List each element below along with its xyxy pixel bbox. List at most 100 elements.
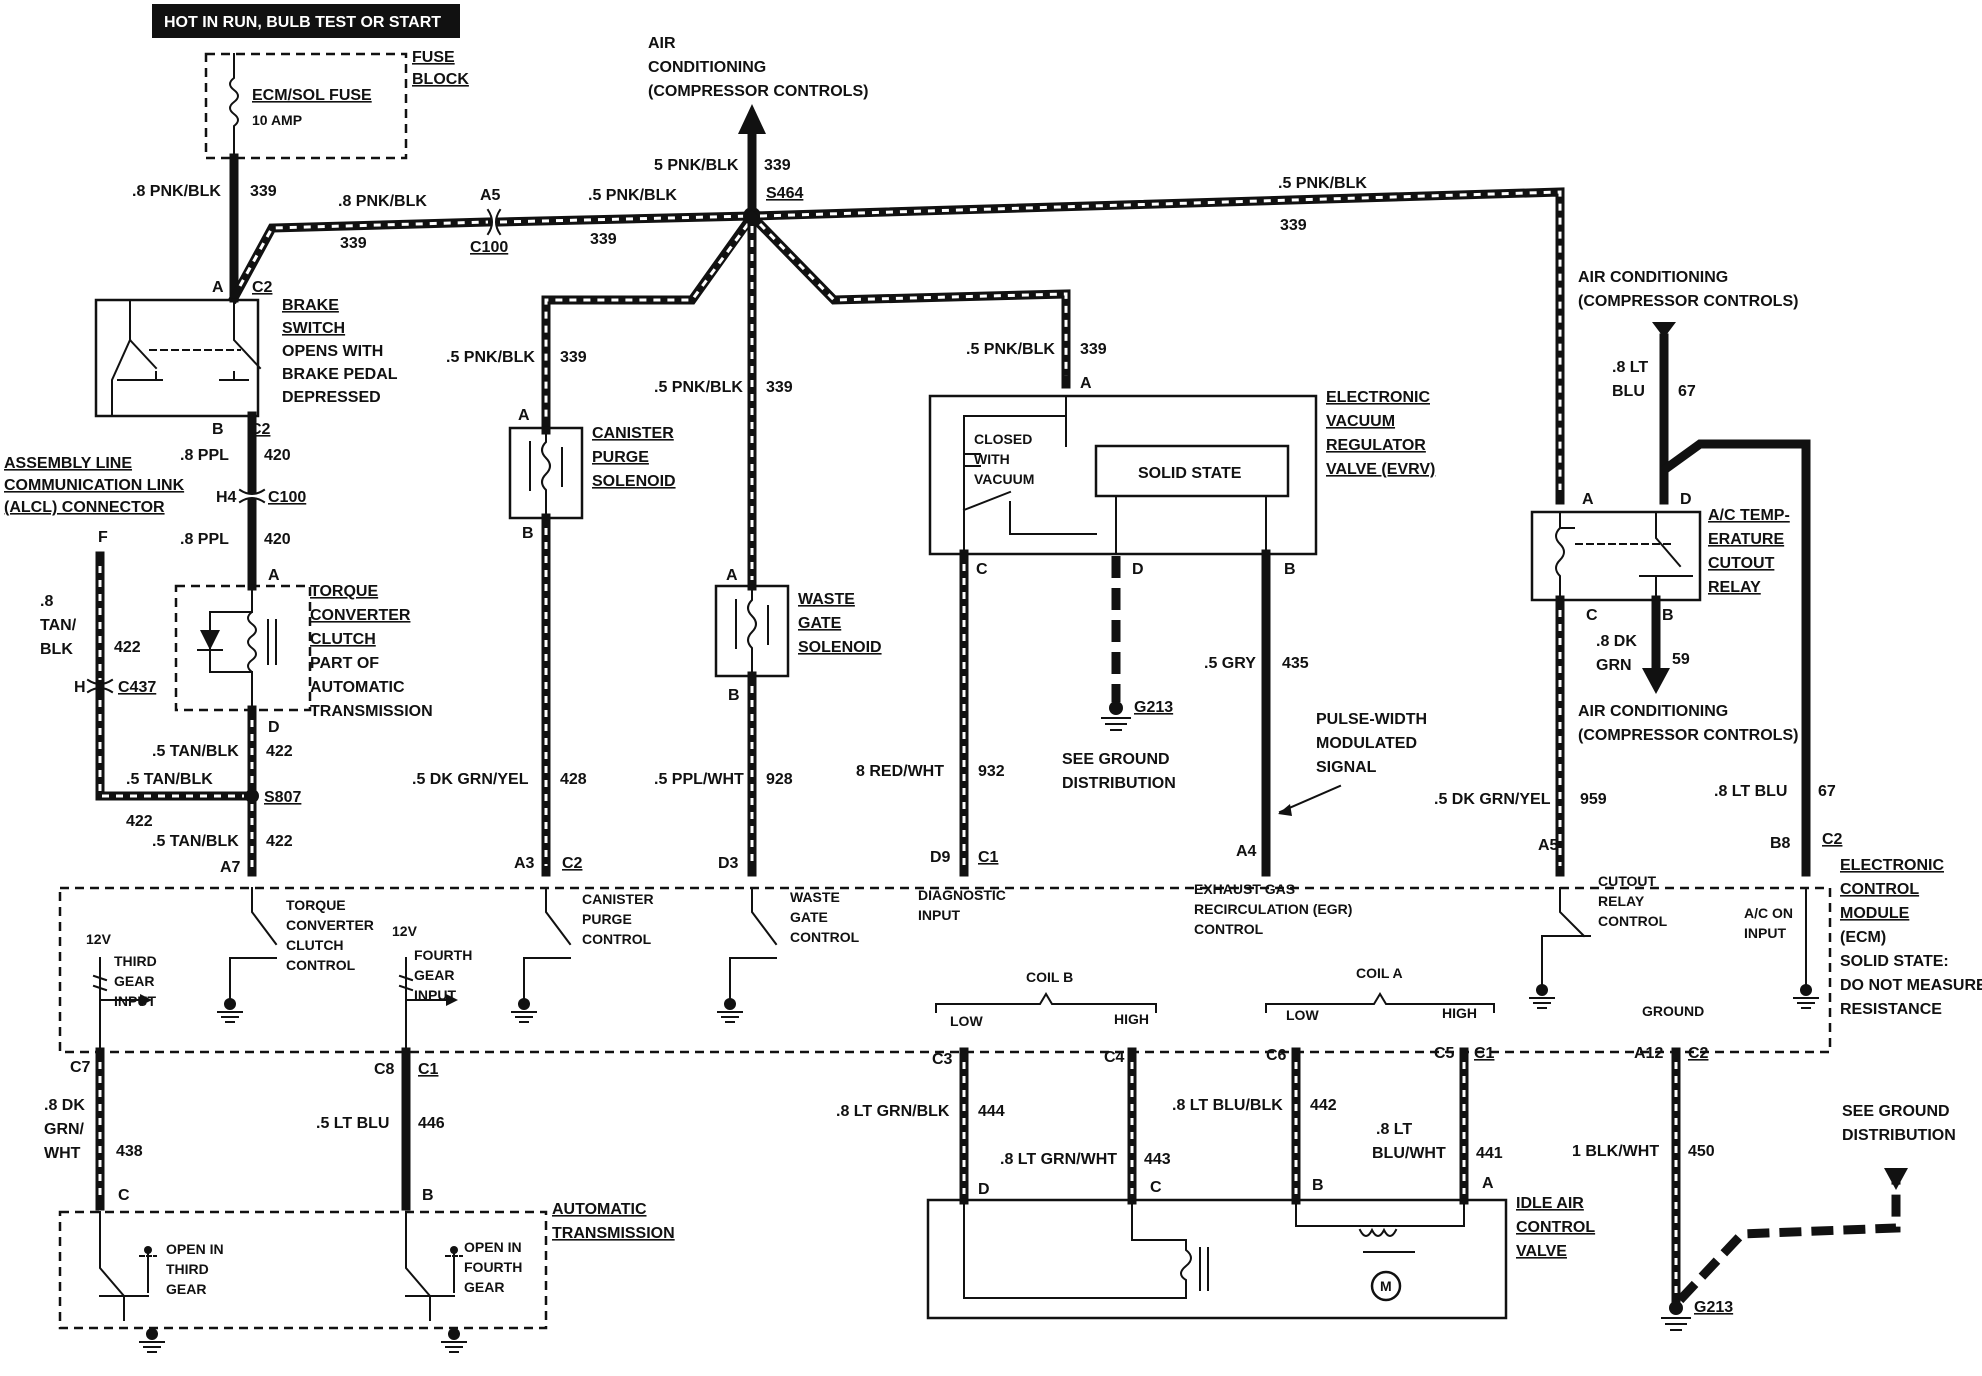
ecm-tcc-3: CLUTCH xyxy=(286,937,344,953)
ecm-acon-2: INPUT xyxy=(1744,925,1786,941)
conn-B8: B8 xyxy=(1770,835,1791,852)
ecm-fourth-1: FOURTH xyxy=(414,947,472,963)
wire-339-evrv xyxy=(745,209,1071,389)
conn-D-tcc: D xyxy=(268,719,280,736)
evrv-internal xyxy=(962,395,1267,555)
conn-D-iac: D xyxy=(978,1181,990,1198)
wire-color-8tanblk-3: BLK xyxy=(40,641,73,658)
evrv-label-2: VACUUM xyxy=(1326,413,1395,430)
ecm-can-1: CANISTER xyxy=(582,891,654,907)
circuit-446: 446 xyxy=(418,1115,445,1132)
iac-internals xyxy=(963,1199,1465,1299)
wire-color-8ppl-1: .8 PPL xyxy=(180,447,229,464)
tcc-label-1: TORQUE xyxy=(310,583,378,600)
ecm-label-7: RESISTANCE xyxy=(1840,1001,1942,1018)
circuit-59: 59 xyxy=(1672,651,1690,668)
ecm-egr-3: CONTROL xyxy=(1194,921,1264,937)
wire-color-8dkgrn-1: .8 DK xyxy=(1596,633,1637,650)
ground-icon xyxy=(1101,717,1131,731)
circuit-932: 932 xyxy=(978,763,1005,780)
conn-C-trans: C xyxy=(118,1187,130,1204)
wastegate-label-1: WASTE xyxy=(798,591,855,608)
conn-C-relay: C xyxy=(1586,607,1598,624)
conn-A5: A5 xyxy=(480,187,501,204)
coil-b-label: COIL B xyxy=(1026,969,1073,985)
tcc-diode xyxy=(200,630,220,650)
conn-C100: C100 xyxy=(470,239,508,256)
wire-color-8redwht: 8 RED/WHT xyxy=(856,763,944,780)
wire-color-8tanblk-2: TAN/ xyxy=(40,617,77,634)
wire-ground-dist xyxy=(1676,1180,1901,1304)
conn-B-iac: B xyxy=(1312,1177,1324,1194)
conn-C4: C4 xyxy=(1104,1049,1125,1066)
conn-B-wg: B xyxy=(728,687,740,704)
ecm-cutout-1: CUTOUT xyxy=(1598,873,1657,889)
evrv-label-3: REGULATOR xyxy=(1326,437,1426,454)
wire-color-8dkgrn-2: GRN xyxy=(1596,657,1632,674)
circuit-339-3: 339 xyxy=(590,231,617,248)
fuse-block-label-2: BLOCK xyxy=(412,71,469,88)
ecm-label-2: CONTROL xyxy=(1840,881,1919,898)
conn-H-alcl: H xyxy=(74,679,86,696)
relay-label-1: A/C TEMP- xyxy=(1708,507,1790,524)
ground-icon xyxy=(217,984,1819,1023)
ground-dot-g213 xyxy=(1669,1301,1683,1315)
solid-state-text: SOLID STATE xyxy=(1138,465,1242,482)
brake-label-5: DEPRESSED xyxy=(282,389,381,406)
idle-air-control-valve xyxy=(926,1198,1508,1320)
ecm-can-2: PURGE xyxy=(582,911,632,927)
circuit-422-tcc: 422 xyxy=(266,743,293,760)
brake-label-1: BRAKE xyxy=(282,297,339,314)
circuit-438: 438 xyxy=(116,1143,143,1160)
circuit-443: 443 xyxy=(1144,1151,1171,1168)
open3-3: GEAR xyxy=(166,1281,206,1297)
ground-dist-arrow xyxy=(1884,1168,1908,1190)
wire-color-5dkgrnyel-1: .5 DK GRN/YEL xyxy=(412,771,529,788)
open4-2: FOURTH xyxy=(464,1259,522,1275)
conn-C-iac: C xyxy=(1150,1179,1162,1196)
ac-cutout-relay xyxy=(1530,510,1702,602)
conn-C2-can: C2 xyxy=(562,855,583,872)
wire-color-5tanblk-2: .5 TAN/BLK xyxy=(152,743,239,760)
circuit-420-2: 420 xyxy=(264,531,291,548)
wire-339-right xyxy=(747,187,1565,505)
ecm-label-5: SOLID STATE: xyxy=(1840,953,1949,970)
ground-icon xyxy=(1661,1317,1691,1331)
wire-color-8tanblk-1: .8 xyxy=(40,593,53,610)
evrv-resistor xyxy=(965,453,981,467)
wire-color-5pnkblk-can: .5 PNK/BLK xyxy=(446,349,535,366)
conn-C1-c5: C1 xyxy=(1474,1045,1495,1062)
evrv-closed-2: WITH xyxy=(974,451,1010,467)
alcl-label-3: (ALCL) CONNECTOR xyxy=(4,499,165,516)
evrv-closed-3: VACUUM xyxy=(974,471,1034,487)
ecm-12v-1: 12V xyxy=(86,931,112,947)
wire-stripe xyxy=(98,566,244,798)
power-banner-text: HOT IN RUN, BULB TEST OR START xyxy=(164,14,441,31)
ecm-tcc-2: CONVERTER xyxy=(286,917,374,933)
ecm-wg-1: WASTE xyxy=(790,889,840,905)
conn-B-can: B xyxy=(522,525,534,542)
fuse-name: ECM/SOL FUSE xyxy=(252,87,372,104)
pwm-label-3: SIGNAL xyxy=(1316,759,1377,776)
ecm-fourth-2: GEAR xyxy=(414,967,454,983)
wire-339-canister xyxy=(541,209,759,435)
power-banner xyxy=(152,4,460,38)
ecm-label-6: DO NOT MEASURE xyxy=(1840,977,1982,994)
conn-C2-ecm-right: C2 xyxy=(1822,831,1843,848)
ground-label: GROUND xyxy=(1642,1003,1704,1019)
wire-color-5dkgrnyel-2: .5 DK GRN/YEL xyxy=(1434,791,1551,808)
ecm-wg-3: CONTROL xyxy=(790,929,860,945)
circuit-339-can: 339 xyxy=(560,349,587,366)
tcc-label-5: AUTOMATIC xyxy=(310,679,405,696)
see-ground-2: DISTRIBUTION xyxy=(1062,775,1176,792)
conn-C1-c8: C1 xyxy=(418,1061,439,1078)
fuse-block xyxy=(204,52,408,160)
conn-A-brake: A xyxy=(212,279,224,296)
relay-label-4: RELAY xyxy=(1708,579,1761,596)
trans-contact-dot xyxy=(450,1246,458,1254)
ecm-acon-1: A/C ON xyxy=(1744,905,1793,921)
see-ground-bottom-1: SEE GROUND xyxy=(1842,1103,1950,1120)
conn-C1-evrv: C1 xyxy=(978,849,999,866)
ecm-wg-2: GATE xyxy=(790,909,828,925)
circuit-959: 959 xyxy=(1580,791,1607,808)
